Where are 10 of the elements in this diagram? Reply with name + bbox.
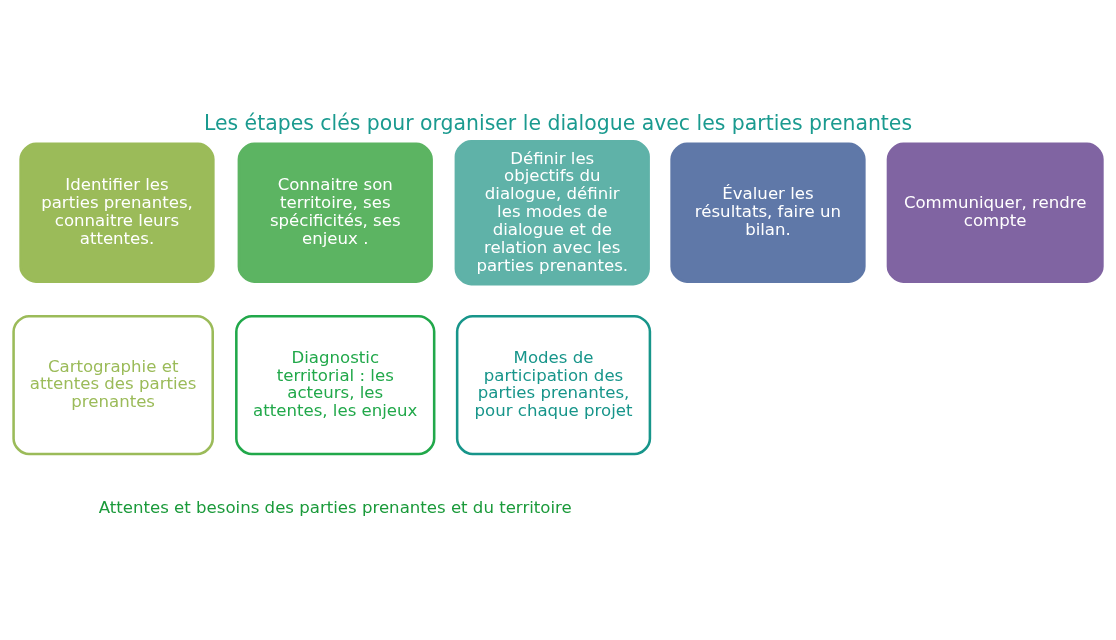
node-box: Communiquer, rendre compte xyxy=(886,142,1104,283)
label: Attentes et besoins des parties prenantes et du territoire xyxy=(98,498,572,518)
node-box: Définir les objectifs du dialogue, définir les modes de dialogue et de relation avec les parties prenantes. xyxy=(454,140,650,286)
node-box: Diagnostic territorial : les acteurs, les attentes, les enjeux xyxy=(235,314,436,456)
node-box: Identifier les parties prenantes, connaitre leurs attentes. xyxy=(19,142,215,283)
node-box: Cartographie et attentes des parties prenantes xyxy=(12,314,214,456)
node-box: Modes de participation des parties prenantes, pour chaque projet xyxy=(455,314,652,456)
node-box: Connaitre son territoire, ses spécificités, ses enjeux . xyxy=(237,142,433,283)
diagram-title: Les étapes clés pour organiser le dialogue avec les parties prenantes xyxy=(203,110,913,135)
node-box: Évaluer les résultats, faire un bilan. xyxy=(670,142,866,283)
